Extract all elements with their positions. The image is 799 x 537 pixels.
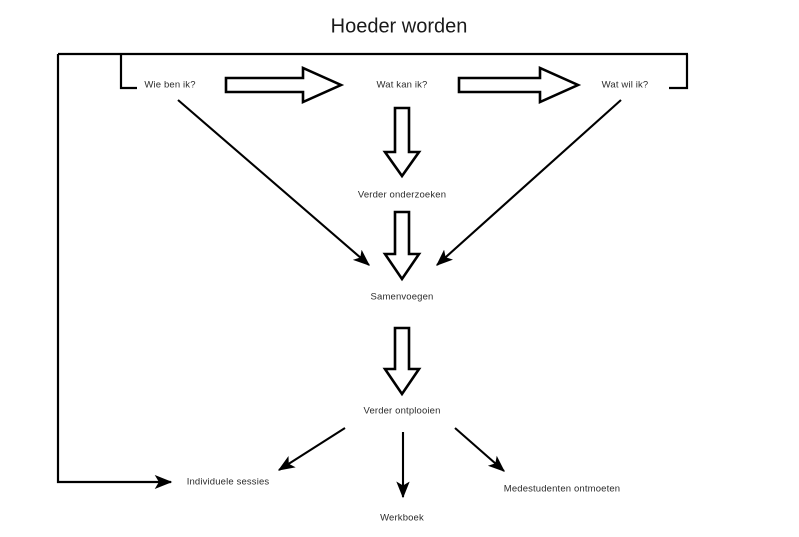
- block-arrow-watkan-to-watwil: [457, 65, 582, 105]
- feedback-loop-connector: [56, 52, 689, 490]
- node-individuele-sessies[interactable]: Individuele sessies: [186, 476, 270, 488]
- arrow-ontplooien-to-medestudenten: [454, 427, 505, 472]
- node-werkboek[interactable]: Werkboek: [380, 512, 424, 524]
- node-verder-onderzoeken[interactable]: Verder onderzoeken: [357, 189, 447, 201]
- node-wat-wil-ik[interactable]: Wat wil ik?: [601, 79, 649, 91]
- arrow-ontplooien-to-sessies: [277, 427, 346, 471]
- node-verder-ontplooien[interactable]: Verder ontplooien: [363, 405, 441, 417]
- block-arrow-wie-to-watkan: [224, 65, 345, 105]
- page-title: Hoeder worden: [330, 15, 468, 38]
- node-wat-kan-ik[interactable]: Wat kan ik?: [376, 79, 428, 91]
- block-arrow-watkan-to-onderzoeken: [382, 106, 422, 179]
- diagonal-watwil-to-samenvoegen: [436, 99, 622, 266]
- diagonal-wie-to-samenvoegen: [177, 99, 370, 266]
- node-samenvoegen[interactable]: Samenvoegen: [370, 291, 434, 303]
- node-medestudenten-ontmoeten[interactable]: Medestudenten ontmoeten: [503, 483, 621, 495]
- block-arrow-samenvoegen-to-ontplooien: [382, 326, 422, 397]
- node-wie-ben-ik[interactable]: Wie ben ik?: [144, 79, 196, 91]
- block-arrow-onderzoeken-to-samenvoegen: [382, 210, 422, 282]
